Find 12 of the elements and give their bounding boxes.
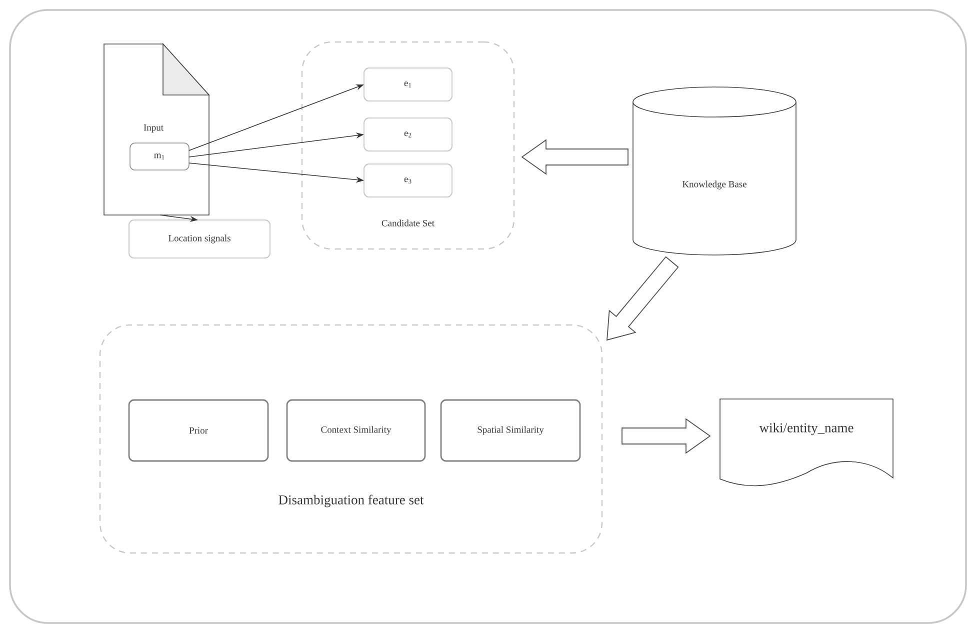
block-arrow: [606, 256, 679, 341]
database-cylinder: Knowledge Base: [632, 86, 796, 256]
feature-box: Prior: [128, 399, 269, 462]
block-arrow: [622, 418, 711, 454]
text-box: e$_{3}$: [364, 164, 452, 198]
mention-box: m$_{1}$: [130, 142, 190, 170]
text-box: e$_{2}$: [364, 118, 452, 152]
text-box: e$_{1}$: [364, 68, 452, 102]
text-box: Location signals: [128, 220, 270, 258]
feature-box: Spatial Similarity: [440, 399, 581, 462]
block-arrow: [521, 139, 628, 175]
feature-box: Context Similarity: [286, 399, 426, 462]
